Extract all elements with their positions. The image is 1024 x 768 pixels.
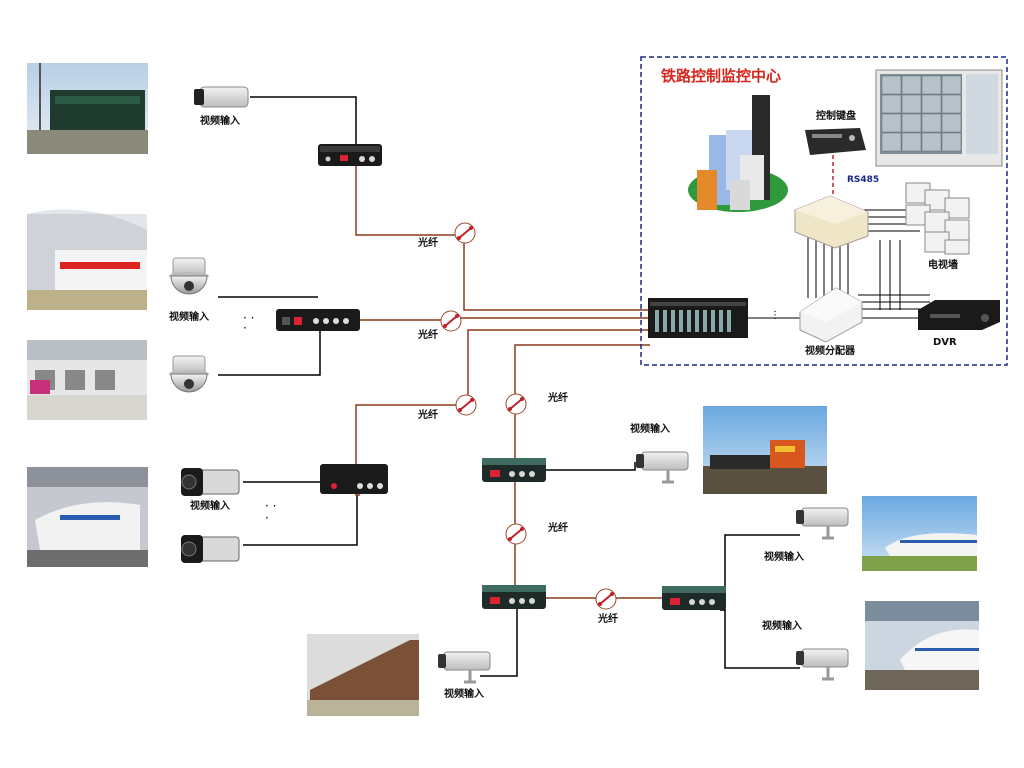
box-camera-icon [794, 506, 850, 540]
rs485-label: RS485 [847, 175, 879, 185]
highspeed-photo-left [27, 467, 148, 567]
video-input-label-3: 视频输入 [190, 499, 230, 512]
control-center-frame [640, 56, 1008, 366]
fiber-connector-icon [595, 588, 617, 610]
dvr-icon [918, 300, 1000, 330]
video-input-label-6: 视频输入 [764, 550, 804, 563]
fiber-connector-icon [440, 310, 462, 332]
fiber-connector-icon [454, 222, 476, 244]
control-keyboard-icon [805, 128, 866, 155]
box-camera-icon [436, 650, 492, 684]
fiber-label-6: 光纤 [597, 612, 618, 625]
highspeed-photo-right-1 [862, 496, 977, 571]
video-cables [218, 96, 800, 677]
fiber-label-2: 光纤 [417, 328, 438, 341]
box-camera-icon [794, 647, 850, 681]
ellipsis-dome-2: · [243, 321, 247, 335]
optical-transceiver-icon [482, 585, 546, 609]
black-camera-icon [180, 467, 240, 497]
video-distributor-label: 视频分配器 [805, 344, 856, 357]
platform-photo [27, 340, 147, 420]
freight-train-photo [703, 406, 827, 494]
optical-transceiver-icon [320, 464, 388, 494]
tv-wall-icon [905, 182, 970, 255]
optical-transceiver-icon [662, 586, 726, 610]
dome-camera-icon [168, 355, 210, 393]
matrix-switch-icon [648, 298, 748, 338]
fiber-cables [355, 160, 668, 599]
train-photo-2 [27, 209, 147, 310]
code-controller-icon [794, 195, 869, 249]
video-input-label-5: 视频输入 [444, 687, 484, 700]
fiber-label-5: 光纤 [547, 521, 568, 534]
monitor-screen-icon [875, 69, 1003, 167]
box-camera-icon [194, 86, 249, 108]
tv-wall-label: 电视墙 [928, 258, 958, 271]
building-icon [688, 95, 788, 212]
video-input-label-4: 视频输入 [630, 422, 670, 435]
keyboard-label: 控制键盘 [816, 109, 856, 122]
optical-transceiver-icon [482, 458, 546, 482]
control-center-title: 铁路控制监控中心 [661, 67, 781, 85]
fiber-connector-icon [455, 394, 477, 416]
train-photo-1 [27, 63, 148, 154]
ellipsis-box-2: · [265, 511, 269, 525]
dvr-label: DVR [933, 337, 957, 348]
box-camera-icon [634, 450, 690, 484]
ellipsis-dome: · · [243, 311, 254, 325]
video-input-label-2: 视频输入 [169, 310, 209, 323]
video-input-label-1: 视频输入 [200, 114, 240, 127]
dome-camera-icon [168, 257, 210, 295]
fiber-label-4: 光纤 [547, 391, 568, 404]
ellipsis-box: · · [265, 499, 276, 513]
video-input-label-7: 视频输入 [762, 619, 802, 632]
video-distributor-icon [799, 287, 863, 343]
black-camera-icon [180, 534, 240, 564]
boxcar-photo [307, 634, 419, 716]
optical-transceiver-icon [276, 309, 360, 331]
highspeed-photo-right-2 [865, 601, 979, 690]
fiber-connector-icon [505, 523, 527, 545]
fiber-label-1: 光纤 [417, 236, 438, 249]
optical-transceiver-icon [318, 144, 382, 166]
fiber-label-3: 光纤 [417, 408, 438, 421]
fiber-connector-icon [505, 393, 527, 415]
ellipsis-center: ⋮ [770, 310, 780, 321]
